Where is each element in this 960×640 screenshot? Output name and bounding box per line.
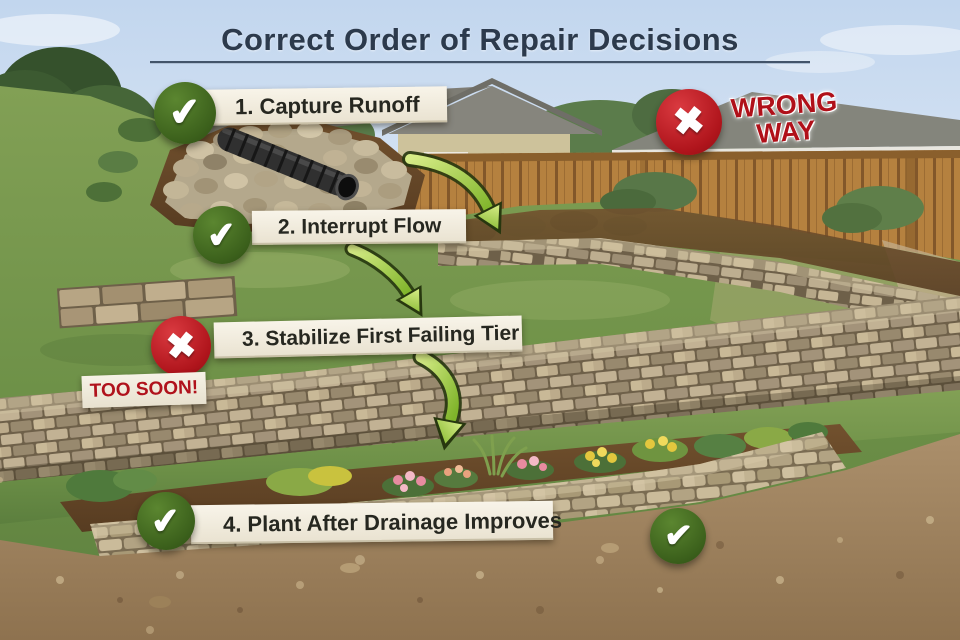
step-3-banner: 3. Stabilize First Failing Tier: [213, 315, 523, 359]
step-2-check-badge: ✔: [193, 206, 251, 264]
ornamental-grass: [472, 434, 528, 478]
check-icon: ✔: [149, 500, 183, 542]
x-icon: ✖: [163, 323, 199, 368]
step-4-label: 4. Plant After Drainage Improves: [222, 507, 563, 537]
step-2-label: 2. Interrupt Flow: [277, 214, 442, 239]
x-icon: ✖: [670, 99, 708, 145]
main-retaining-wall: [0, 296, 960, 482]
step-3-x-badge: ✖: [151, 316, 211, 376]
check-icon: ✔: [166, 90, 204, 136]
step-1-banner: 1. Capture Runoff: [204, 86, 448, 126]
pink-flowers: [382, 456, 554, 497]
too-soon-banner: TOO SOON!: [81, 371, 207, 409]
short-stone-wall: [56, 276, 238, 329]
flow-arrow-3: [412, 348, 467, 451]
drainage-rock-bed: [150, 120, 425, 232]
second-tier-wall: [430, 208, 960, 334]
step-1-label: 1. Capture Runoff: [234, 91, 420, 120]
step-4-check-badge: ✔: [137, 492, 195, 550]
yellow-flowers: [574, 436, 688, 473]
page-title: Correct Order of Repair Decisions: [221, 22, 739, 57]
step-2-banner: 2. Interrupt Flow: [251, 209, 467, 245]
step-4-banner: 4. Plant After Drainage Improves: [190, 500, 563, 545]
step-3-label: 3. Stabilize First Failing Tier: [241, 321, 520, 351]
flow-arrow-1: [402, 151, 502, 235]
drain-pipe: [217, 127, 359, 201]
check-icon: ✔: [205, 214, 239, 256]
check-icon: ✔: [662, 516, 694, 556]
wrong-way-label: WRONG WAY: [720, 86, 849, 151]
title-underline: [150, 61, 810, 64]
flow-arrow-2: [344, 241, 423, 317]
step-1-check-badge: ✔: [154, 82, 216, 144]
wrong-way-badge: ✖: [656, 89, 722, 155]
gravel-speckles: [0, 477, 934, 634]
too-soon-label: TOO SOON!: [89, 377, 199, 402]
